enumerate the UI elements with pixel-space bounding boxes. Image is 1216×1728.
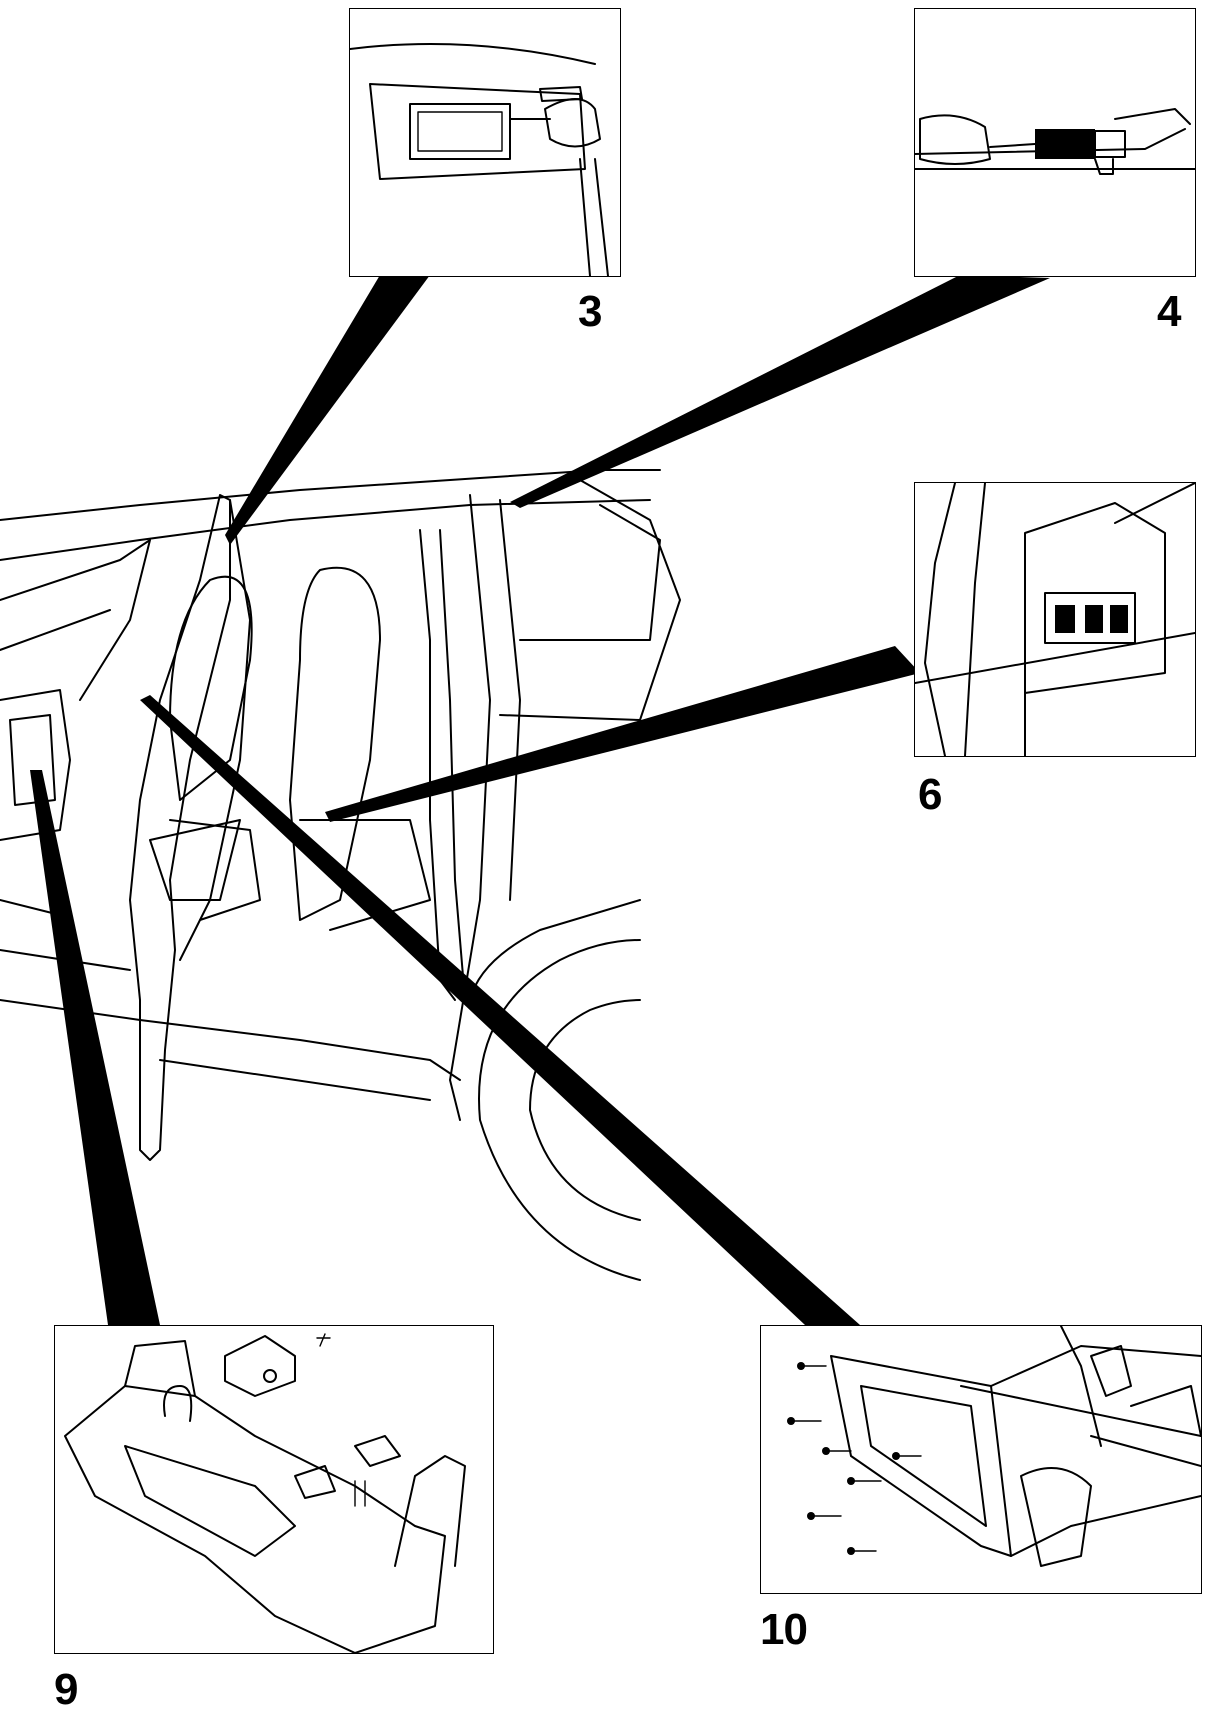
pointer-wedge-10 [140, 695, 860, 1325]
screwdriver [989, 143, 1036, 148]
gear-knob [163, 1385, 193, 1422]
console-shell [64, 1385, 446, 1653]
switch-right [1110, 605, 1128, 633]
switch-panel [1044, 592, 1136, 644]
front-seat-right [289, 566, 381, 921]
inset-10-label: 10 [760, 1605, 808, 1654]
seat-side [394, 1455, 466, 1567]
rear-wheel-arch [478, 939, 641, 1281]
rear-window-frame [499, 479, 681, 721]
ashtray [224, 1335, 296, 1397]
pointer-wedge-9 [30, 770, 160, 1325]
sun-visor-drawing [350, 43, 609, 276]
pointer-wedge-3 [225, 275, 430, 545]
hand [919, 114, 991, 165]
console-lid [124, 1340, 196, 1397]
inset-9 [54, 1325, 494, 1654]
glovebox-opening [860, 1385, 987, 1527]
hand-with-screwdriver [544, 98, 601, 148]
dashboard [0, 689, 71, 841]
inset-3 [349, 8, 621, 277]
rear-console-drawing [915, 483, 1195, 756]
inset-9-label: 9 [54, 1665, 79, 1714]
inset-4 [914, 8, 1196, 277]
inset-6 [914, 482, 1196, 757]
glovebox-drawing [787, 1326, 1201, 1567]
b-pillar [419, 529, 456, 1001]
sun-visor [369, 83, 586, 180]
inset-10 [760, 1325, 1202, 1594]
interior-light-lens [1035, 129, 1095, 159]
inset-3-label: 3 [578, 287, 603, 336]
screws [790, 1365, 922, 1552]
seat-edge [924, 483, 956, 756]
console-body [1024, 502, 1166, 694]
center-console-drawing [64, 1333, 466, 1653]
bracket [1090, 1345, 1132, 1397]
vanity-mirror [409, 103, 511, 160]
inset-4-label: 4 [1157, 287, 1182, 336]
glovebox-frame [830, 1355, 1012, 1557]
front-seat-left [169, 575, 253, 801]
pointer-wedge-4 [510, 275, 1050, 508]
roof-line [0, 469, 661, 521]
inset-6-label: 6 [918, 770, 943, 819]
cover-plate [354, 1435, 401, 1467]
interior-light-drawing [915, 108, 1195, 175]
switch-left [1055, 605, 1075, 633]
open-door [129, 494, 231, 1161]
pointer-wedge-6 [325, 646, 920, 822]
rear-door [449, 494, 491, 1121]
windshield-pillar [0, 539, 151, 701]
switch-middle [1085, 605, 1103, 633]
dash-vent [1130, 1385, 1201, 1437]
